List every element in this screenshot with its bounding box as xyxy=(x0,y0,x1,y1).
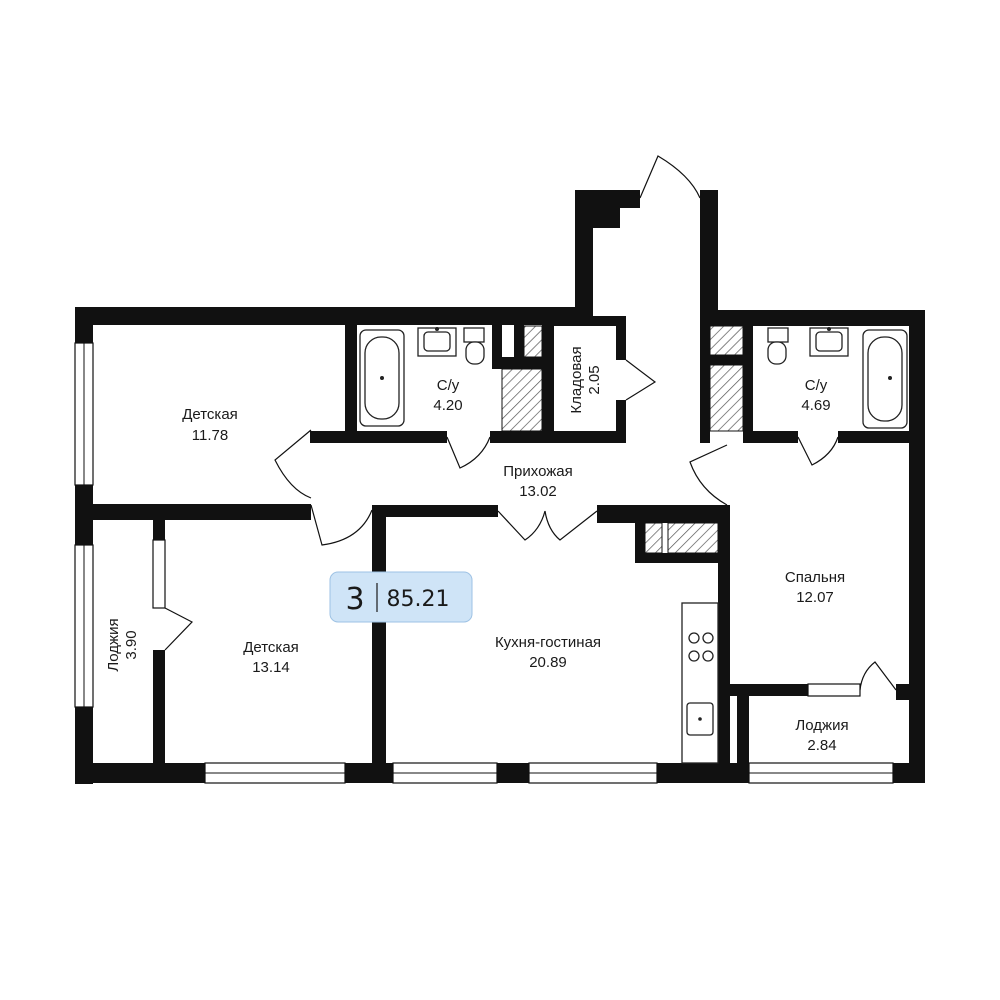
ventilation-shafts xyxy=(501,325,744,554)
room-label-kuhnya: Кухня-гостиная 20.89 xyxy=(495,634,601,671)
room-area: 11.78 xyxy=(192,427,228,444)
room-label-loggia1: Лоджия 3.90 xyxy=(105,618,140,671)
kitchen-counter xyxy=(681,602,719,764)
room-label-spalnya: Спальня 12.07 xyxy=(785,569,845,606)
room-label-su1: С/у 4.20 xyxy=(433,377,462,414)
room-label-prihozhaya: Прихожая 13.02 xyxy=(503,463,573,500)
room-area: 13.14 xyxy=(252,659,290,676)
room-area: 4.69 xyxy=(801,397,830,414)
sink-2 xyxy=(809,327,849,357)
apartment-summary-badge: 3 85.21 xyxy=(329,571,473,623)
toilet-2 xyxy=(767,327,789,365)
room-name: Кладовая xyxy=(568,346,585,413)
bathtub-1 xyxy=(359,329,405,427)
room-label-detskaya1: Детская 11.78 xyxy=(182,406,238,444)
room-area: 12.07 xyxy=(796,589,834,606)
room-area: 4.20 xyxy=(433,397,462,414)
room-area: 3.90 xyxy=(123,630,140,659)
room-name: Лоджия xyxy=(105,618,122,671)
room-name: С/у xyxy=(437,377,460,394)
room-area: 2.05 xyxy=(586,365,603,394)
room-label-kladovaya: Кладовая 2.05 xyxy=(568,346,603,413)
room-name: Прихожая xyxy=(503,463,573,480)
room-area: 20.89 xyxy=(529,654,567,671)
walls xyxy=(75,190,925,784)
toilet-1 xyxy=(463,327,485,365)
room-name: С/у xyxy=(805,377,828,394)
room-name: Детская xyxy=(243,639,299,656)
total-area: 85.21 xyxy=(387,587,450,612)
room-name: Спальня xyxy=(785,569,845,586)
windows xyxy=(74,342,894,784)
room-name: Лоджия xyxy=(795,717,848,734)
room-label-detskaya2: Детская 13.14 xyxy=(243,639,299,676)
badge-background xyxy=(329,571,473,623)
room-label-loggia2: Лоджия 2.84 xyxy=(795,717,848,754)
room-name: Детская xyxy=(182,406,238,423)
rooms-count: 3 xyxy=(345,582,364,617)
room-label-su2: С/у 4.69 xyxy=(801,377,830,414)
doors xyxy=(164,155,897,691)
room-area: 13.02 xyxy=(519,483,557,500)
room-area: 2.84 xyxy=(807,737,836,754)
sink-1 xyxy=(417,327,457,357)
bathtub-2 xyxy=(862,329,908,429)
room-name: Кухня-гостиная xyxy=(495,634,601,651)
